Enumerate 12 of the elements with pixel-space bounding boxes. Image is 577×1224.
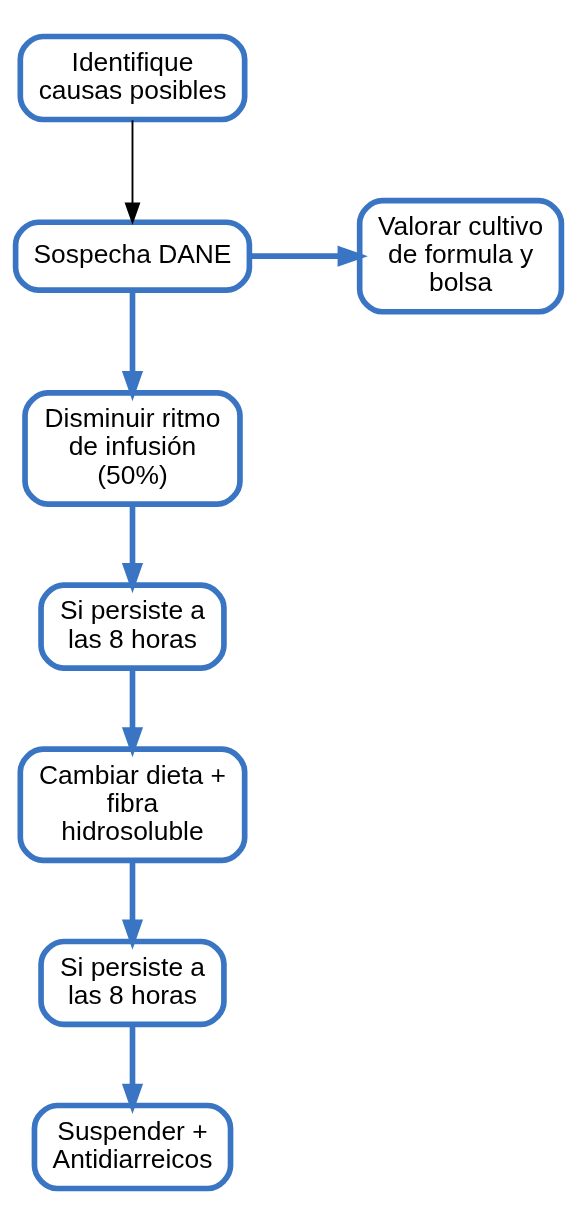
node-box: Valorar cultivo de formula y bolsa (356, 197, 565, 315)
node-box: Sospecha DANE (12, 218, 253, 293)
node-box: Cambiar dieta + fibra hidrosoluble (17, 745, 248, 863)
arrow (124, 118, 141, 225)
node-box: Suspender + Antidiarreicos (31, 1102, 234, 1191)
node-box: Disminuir ritmo de infusión (50%) (22, 389, 243, 507)
arrow (121, 668, 144, 757)
arrow (249, 245, 368, 267)
arrow (121, 290, 144, 401)
node-box: Si persiste a las 8 horas (38, 938, 227, 1027)
node-box: Si persiste a las 8 horas (38, 581, 227, 671)
node-box: Identifique causas posibles (17, 33, 248, 122)
